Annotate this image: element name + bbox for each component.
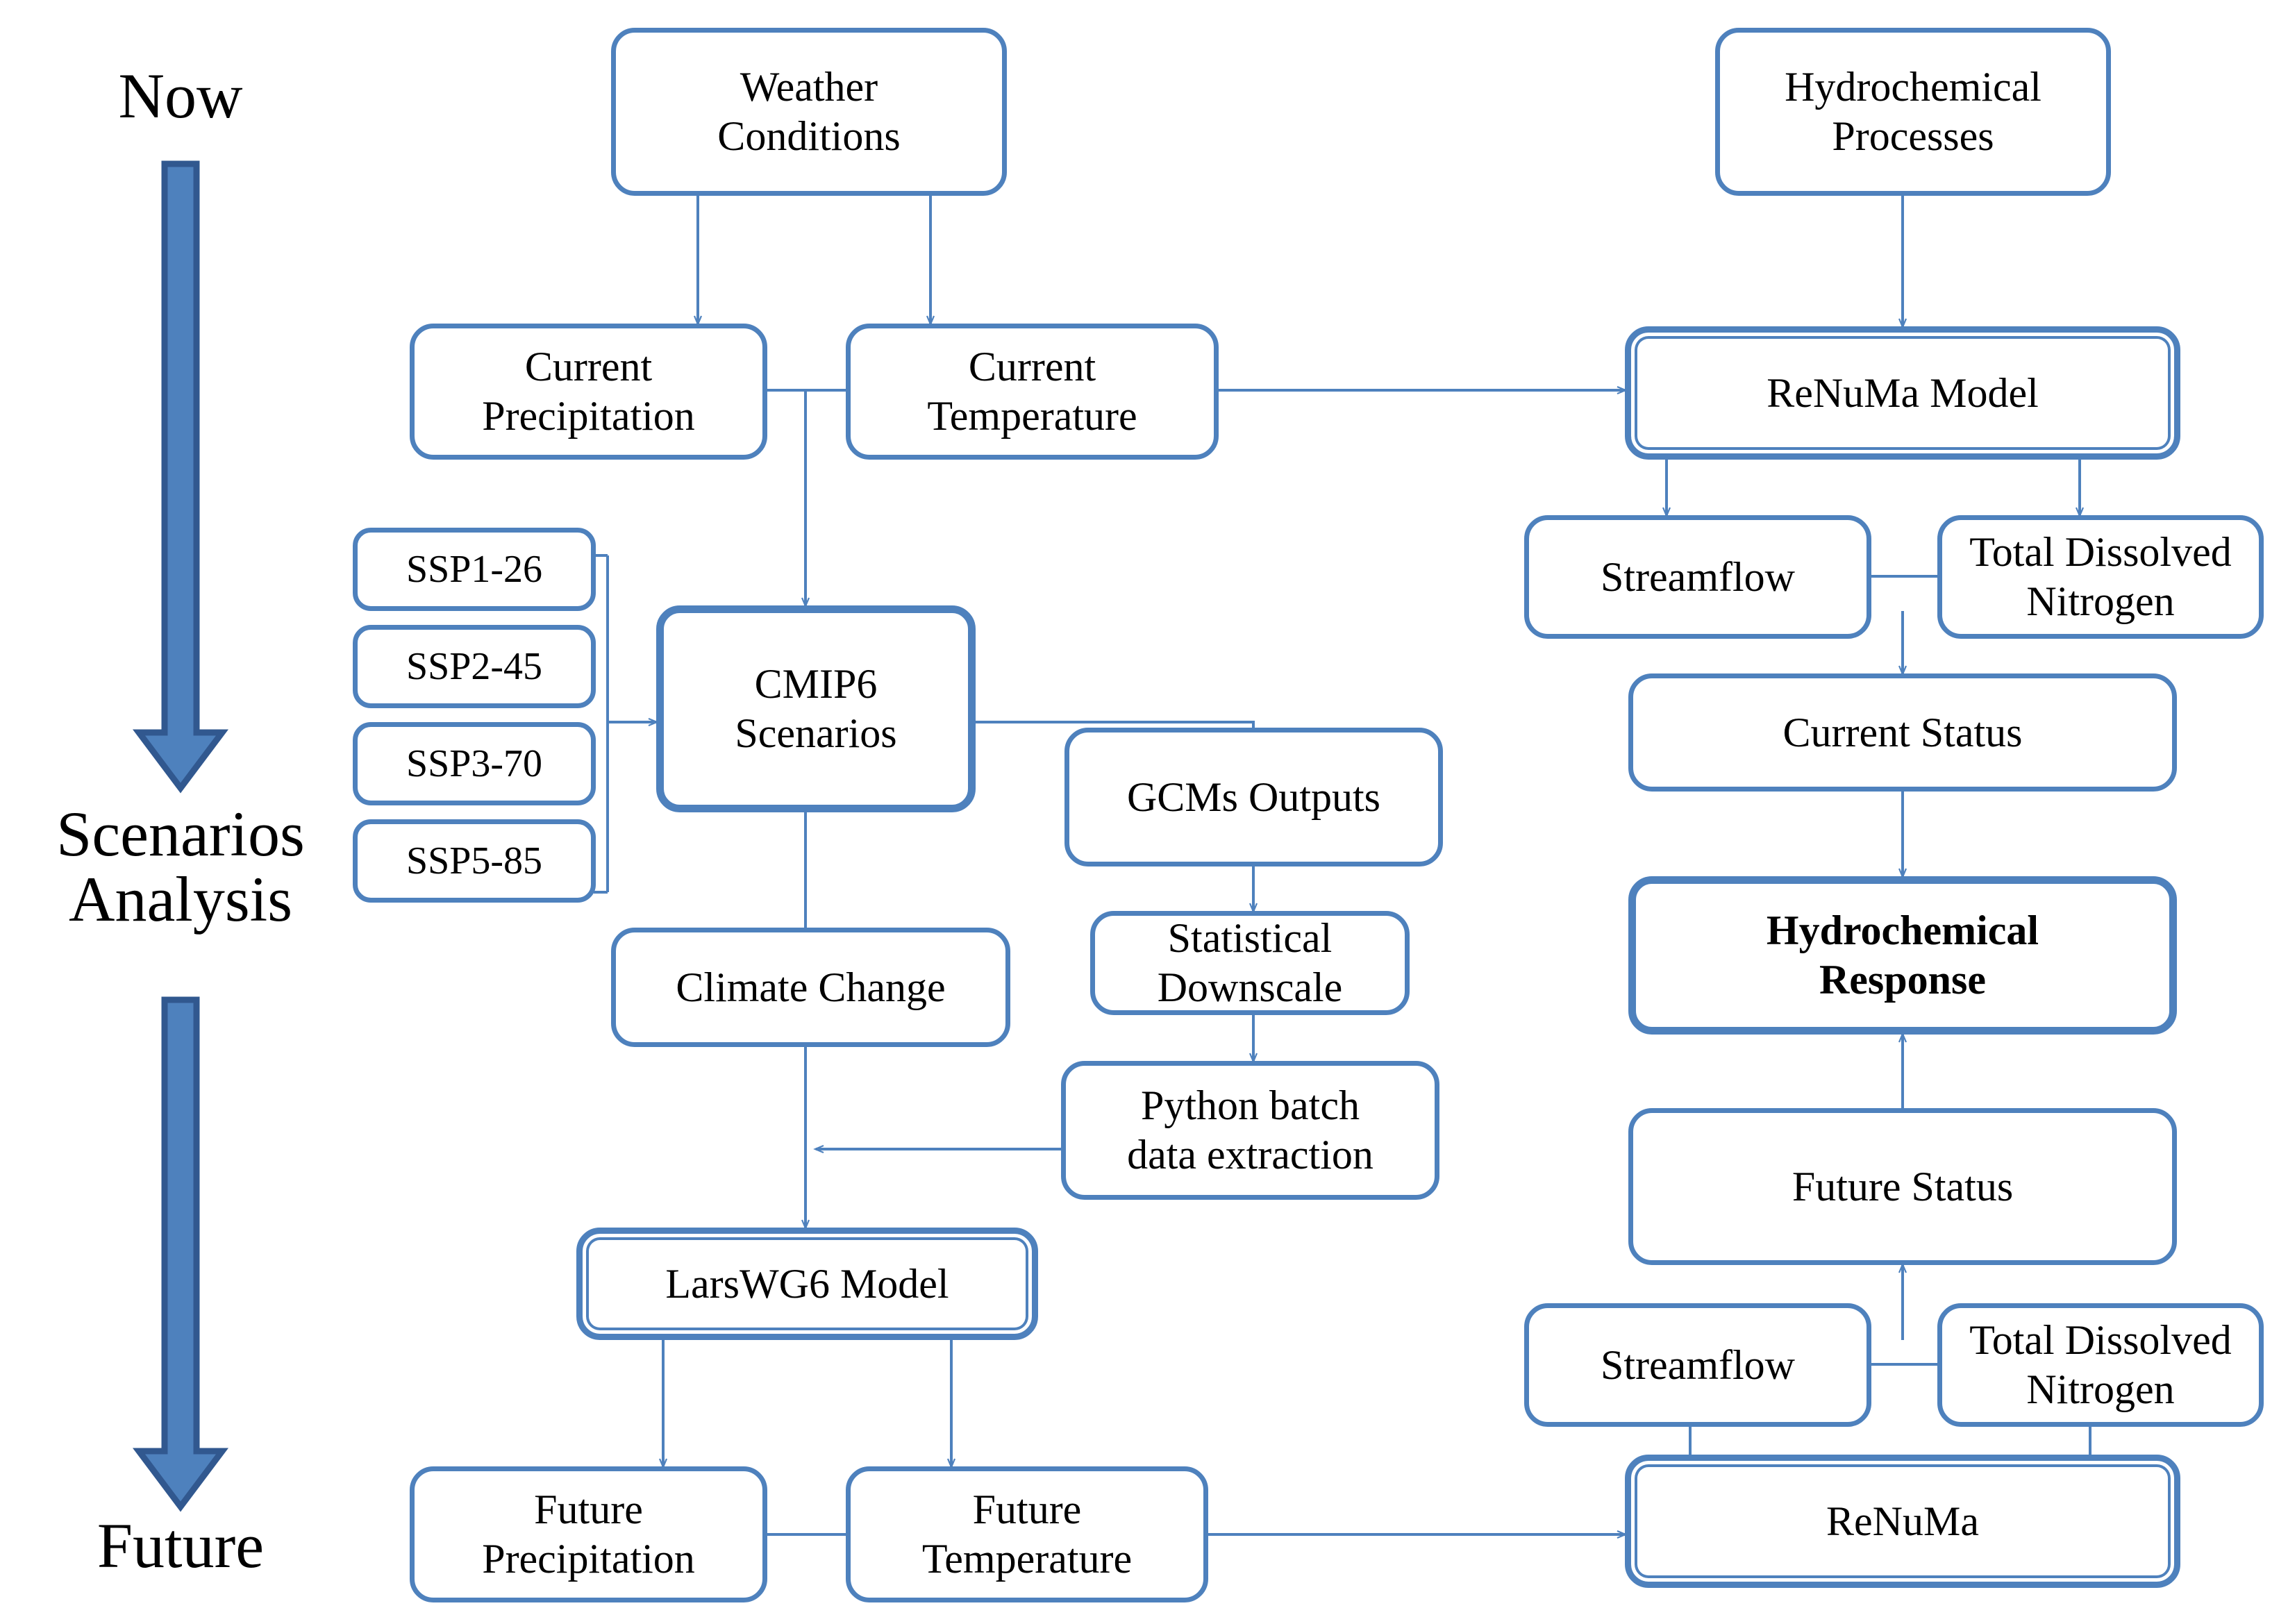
node-ssp3-70[interactable]: SSP3-70: [353, 722, 596, 805]
node-hydrochemical-response[interactable]: Hydrochemical Response: [1628, 876, 2177, 1035]
timeline-label-scenarios-analysis: Scenarios Analysis: [56, 798, 305, 935]
node-future-status[interactable]: Future Status: [1628, 1108, 2177, 1265]
node-weather-conditions[interactable]: Weather Conditions: [611, 28, 1007, 196]
node-total-dissolved-nitrogen-current[interactable]: Total Dissolved Nitrogen: [1937, 515, 2264, 639]
node-streamflow-future[interactable]: Streamflow: [1524, 1303, 1871, 1427]
node-gcms-outputs[interactable]: GCMs Outputs: [1064, 728, 1443, 867]
node-renuma[interactable]: ReNuMa: [1625, 1455, 2180, 1588]
node-python-batch-data-extraction[interactable]: Python batch data extraction: [1061, 1061, 1439, 1200]
node-renuma-model[interactable]: ReNuMa Model: [1625, 326, 2180, 460]
timeline-label-future: Future: [97, 1510, 265, 1581]
node-future-precipitation[interactable]: Future Precipitation: [410, 1466, 767, 1602]
node-current-status[interactable]: Current Status: [1628, 673, 2177, 792]
timeline-arrow-now-to-scenarios: [133, 160, 228, 794]
node-current-precipitation[interactable]: Current Precipitation: [410, 324, 767, 460]
node-statistical-downscale[interactable]: Statistical Downscale: [1090, 911, 1410, 1015]
node-ssp1-26[interactable]: SSP1-26: [353, 528, 596, 611]
node-cmip6-scenarios[interactable]: CMIP6 Scenarios: [656, 605, 976, 812]
timeline-label-now: Now: [118, 60, 243, 131]
node-streamflow-current[interactable]: Streamflow: [1524, 515, 1871, 639]
node-ssp2-45[interactable]: SSP2-45: [353, 625, 596, 708]
node-total-dissolved-nitrogen-future[interactable]: Total Dissolved Nitrogen: [1937, 1303, 2264, 1427]
node-future-temperature[interactable]: Future Temperature: [846, 1466, 1208, 1602]
timeline-arrow-scenarios-to-future: [133, 996, 228, 1512]
node-hydrochemical-processes[interactable]: Hydrochemical Processes: [1715, 28, 2111, 196]
node-larswg6-model[interactable]: LarsWG6 Model: [576, 1228, 1038, 1340]
node-ssp5-85[interactable]: SSP5-85: [353, 819, 596, 903]
node-climate-change[interactable]: Climate Change: [611, 928, 1010, 1047]
node-current-temperature[interactable]: Current Temperature: [846, 324, 1219, 460]
